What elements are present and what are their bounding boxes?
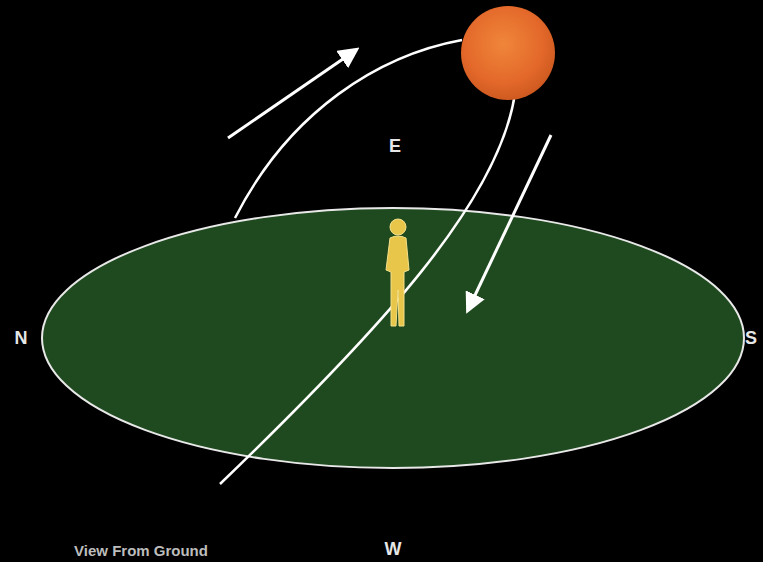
sun-path-arc xyxy=(220,93,515,484)
ground-ellipse xyxy=(42,208,744,468)
compass-label: N xyxy=(15,329,28,347)
sun-path-arc xyxy=(235,40,462,218)
direction-arrow xyxy=(468,135,551,310)
compass-label: S xyxy=(745,329,757,347)
direction-arrow xyxy=(228,50,356,138)
person-figure xyxy=(386,219,409,326)
compass-label: E xyxy=(389,137,401,155)
compass-label: W xyxy=(385,540,402,558)
sun xyxy=(461,6,555,100)
view-caption: View From Ground xyxy=(74,543,208,558)
